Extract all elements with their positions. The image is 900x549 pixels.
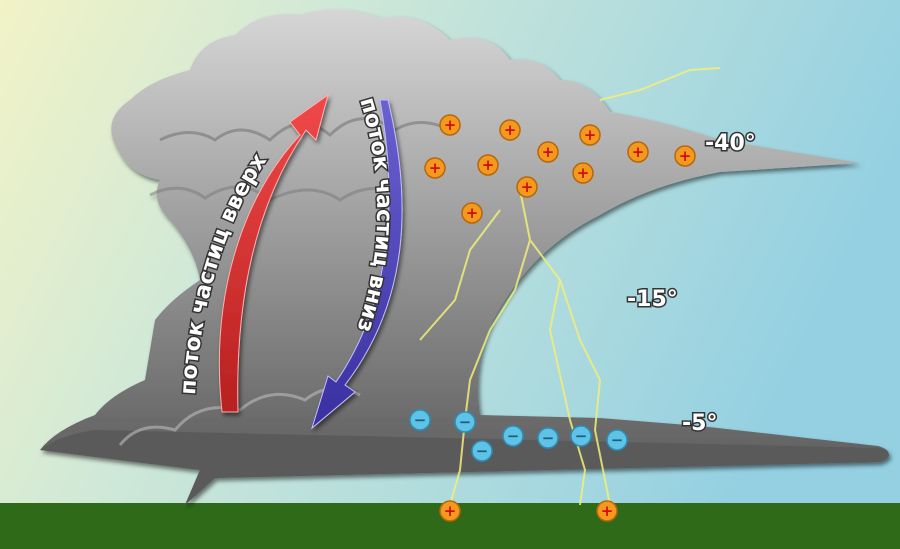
minus-sign: − <box>459 413 472 431</box>
positive-charge: + <box>674 145 696 167</box>
negative-charge: − <box>409 409 431 431</box>
positive-charge: + <box>627 141 649 163</box>
plus-sign: + <box>466 204 479 222</box>
temperature-label-middle: -15° <box>627 287 678 312</box>
negative-charge: − <box>471 440 493 462</box>
minus-sign: − <box>611 431 624 449</box>
negative-charge: − <box>570 425 592 447</box>
ground-positive-charge: + <box>596 500 618 522</box>
plus-sign: + <box>542 143 555 161</box>
plus-sign: + <box>504 121 517 139</box>
cloud <box>40 9 889 505</box>
positive-charge: + <box>579 124 601 146</box>
plus-sign: + <box>429 159 442 177</box>
plus-sign: + <box>679 147 692 165</box>
arrow-down <box>311 99 403 430</box>
negative-charge: − <box>502 425 524 447</box>
plus-sign: + <box>577 164 590 182</box>
positive-charge: + <box>477 154 499 176</box>
minus-sign: − <box>476 442 489 460</box>
plus-sign: + <box>482 156 495 174</box>
positive-charge: + <box>516 176 538 198</box>
ground-positive-charge: + <box>439 500 461 522</box>
plus-sign: + <box>521 178 534 196</box>
minus-sign: − <box>542 429 555 447</box>
temperature-label-bottom: -5° <box>682 411 717 436</box>
lightning <box>419 67 721 506</box>
negative-charge: − <box>454 411 476 433</box>
positive-charge: + <box>537 141 559 163</box>
plus-sign: + <box>601 502 614 520</box>
positive-charge: + <box>424 157 446 179</box>
positive-charge: + <box>439 114 461 136</box>
positive-charge: + <box>572 162 594 184</box>
arrow-up <box>218 93 329 413</box>
plus-sign: + <box>444 502 457 520</box>
minus-sign: − <box>414 411 427 429</box>
minus-sign: − <box>575 427 588 445</box>
plus-sign: + <box>444 116 457 134</box>
plus-sign: + <box>584 126 597 144</box>
minus-sign: − <box>507 427 520 445</box>
plus-sign: + <box>632 143 645 161</box>
temperature-label-top: -40° <box>705 131 756 156</box>
positive-charge: + <box>499 119 521 141</box>
negative-charge: − <box>606 429 628 451</box>
negative-charge: − <box>537 427 559 449</box>
positive-charge: + <box>461 202 483 224</box>
